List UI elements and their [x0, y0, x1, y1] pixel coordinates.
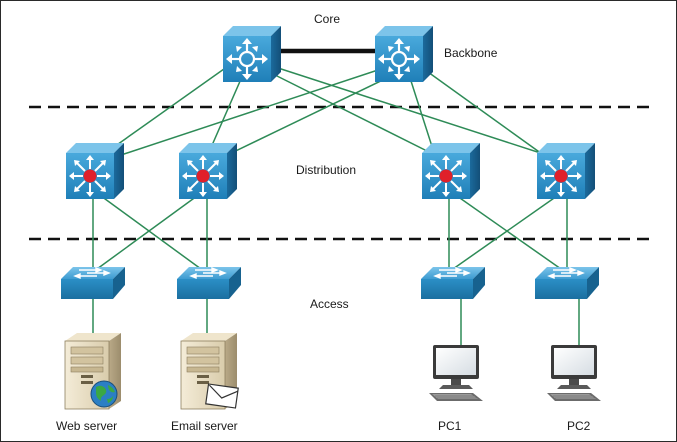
link-dist3-access4 [456, 195, 562, 270]
access-switch-icon[interactable] [61, 267, 125, 299]
link-core1-dist3 [270, 72, 444, 160]
link-core2-dist4 [420, 66, 550, 160]
pc1-icon[interactable] [429, 345, 484, 402]
access-switch-icon[interactable] [535, 267, 599, 299]
envelope-icon [205, 383, 239, 409]
core-label: Core [314, 12, 340, 26]
backbone-label: Backbone [444, 46, 498, 60]
access-switch-icon[interactable] [421, 267, 485, 299]
distribution-router-icon[interactable] [422, 143, 480, 199]
globe-icon [90, 380, 118, 408]
distribution-router-icon[interactable] [537, 143, 595, 199]
core-router-icon[interactable] [223, 26, 281, 82]
email-server-label: Email server [171, 419, 238, 433]
pc2-icon[interactable] [547, 345, 602, 402]
distribution-access-links [92, 195, 568, 270]
distribution-label: Distribution [296, 163, 356, 177]
access-endpoint-links [92, 299, 580, 346]
access-label: Access [310, 297, 349, 311]
link-core2-dist1 [108, 68, 382, 160]
distribution-router-icon[interactable] [66, 143, 124, 199]
distribution-router-icon[interactable] [179, 143, 237, 199]
access-switch-icon[interactable] [177, 267, 241, 299]
link-core2-dist2 [218, 76, 390, 160]
pc1-label: PC1 [438, 419, 462, 433]
web-server-label: Web server [56, 419, 117, 433]
link-dist2-access1 [96, 195, 198, 270]
link-dist1-access2 [100, 195, 202, 270]
core-distribution-links [96, 63, 560, 160]
core-router-icon[interactable] [375, 26, 433, 82]
link-core1-dist4 [274, 66, 560, 160]
link-dist4-access3 [452, 195, 558, 270]
pc2-label: PC2 [567, 419, 591, 433]
